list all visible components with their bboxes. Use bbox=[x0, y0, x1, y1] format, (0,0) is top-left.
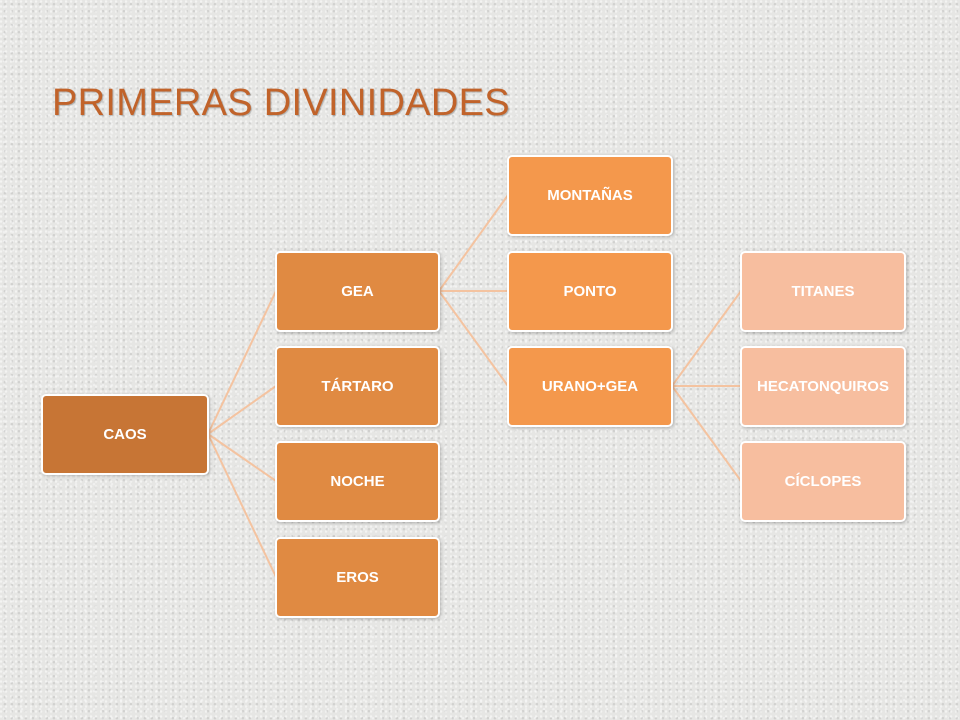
node-gea: GEA bbox=[275, 251, 440, 332]
connector-gea-montanas bbox=[438, 194, 509, 292]
connector-caos-tartaro bbox=[207, 385, 277, 435]
connector-urano-ciclopes bbox=[671, 385, 742, 482]
connector-caos-noche bbox=[207, 433, 277, 482]
node-ponto: PONTO bbox=[507, 251, 673, 332]
node-montanas: MONTAÑAS bbox=[507, 155, 673, 236]
node-noche: NOCHE bbox=[275, 441, 440, 522]
connector-caos-eros bbox=[207, 433, 277, 578]
node-urano-gea: URANO+GEA bbox=[507, 346, 673, 427]
node-caos: CAOS bbox=[41, 394, 209, 475]
node-ciclopes: CÍCLOPES bbox=[740, 441, 906, 522]
node-eros: EROS bbox=[275, 537, 440, 618]
connector-gea-urano bbox=[438, 290, 509, 387]
node-tartaro: TÁRTARO bbox=[275, 346, 440, 427]
node-hecatonquiros: HECATONQUIROS bbox=[740, 346, 906, 427]
page-title: PRIMERAS DIVINIDADES bbox=[52, 82, 510, 124]
node-titanes: TITANES bbox=[740, 251, 906, 332]
connector-caos-gea bbox=[207, 290, 277, 435]
connector-urano-titanes bbox=[671, 290, 742, 387]
